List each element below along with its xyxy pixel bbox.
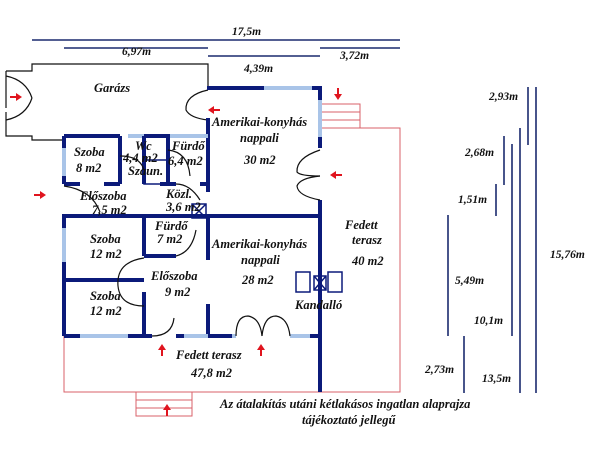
arrow-icon xyxy=(330,171,342,179)
room-fireplace: Kandalló xyxy=(294,298,342,312)
room-garage: Garázs xyxy=(94,81,130,95)
room-terrace-right-sub: terasz xyxy=(352,233,382,247)
arrow-icon xyxy=(158,344,166,356)
entry-arrows xyxy=(10,88,342,416)
room-kozl-area: 3,6 m2 xyxy=(165,200,201,214)
room-eloszoba1-area: 7,5 m2 xyxy=(92,203,127,217)
room-szoba2-name: Szoba xyxy=(90,232,121,246)
terrace-outline xyxy=(63,103,401,417)
room-wc-area: 4,4 m2 xyxy=(122,151,158,165)
garage-walls xyxy=(5,63,209,141)
room-szoba1-area: 8 m2 xyxy=(76,161,101,175)
room-szoba1-name: Szoba xyxy=(74,145,105,159)
room-kitchen2-sub: nappali xyxy=(241,253,280,267)
dim-right-7: 13,5m xyxy=(482,373,511,385)
room-kitchen2-name: Amerikai-konyhás xyxy=(211,237,307,251)
right-dimension-lines xyxy=(447,87,537,393)
garage-door xyxy=(5,75,33,99)
room-kitchen1-sub: nappali xyxy=(240,131,279,145)
arrow-icon xyxy=(334,88,342,100)
room-kitchen1-area: 30 m2 xyxy=(243,153,276,167)
room-labels: Amerikai-konyhás nappali 30 m2 Szoba 8 m… xyxy=(74,115,384,380)
room-szoba3-name: Szoba xyxy=(90,289,121,303)
arrow-icon xyxy=(163,404,171,416)
arrow-icon xyxy=(10,93,22,101)
room-eloszoba1-name: Előszoba xyxy=(79,189,127,203)
room-furdo2-name: Fürdő xyxy=(154,219,188,233)
dim-right-8: 15,76m xyxy=(550,249,585,261)
room-terrace-right-name: Fedett xyxy=(344,218,378,232)
room-kozl-name: Közl. xyxy=(165,187,192,201)
dim-garage: 6,97m xyxy=(122,46,151,58)
fireplace-symbol xyxy=(191,203,343,293)
room-furdo1-name: Fürdő xyxy=(171,139,205,153)
doors xyxy=(63,149,321,337)
arrow-icon xyxy=(257,344,265,356)
caption-line-1: Az átalakítás utáni kétlakásos ingatlan … xyxy=(219,397,470,411)
door xyxy=(296,149,321,177)
room-furdo2-area: 7 m2 xyxy=(157,232,182,246)
room-wc-name: Wc xyxy=(135,139,152,153)
room-furdo1-area: 6,4 m2 xyxy=(168,154,203,168)
room-terrace-bottom-area: 47,8 m2 xyxy=(190,366,232,380)
room-wc-sauna: Szaun. xyxy=(128,164,163,178)
dim-right-3: 1,51m xyxy=(458,194,487,206)
room-eloszoba2-name: Előszoba xyxy=(150,269,198,283)
dim-right-6: 2,73m xyxy=(424,364,454,376)
room-terrace-right-area: 40 m2 xyxy=(351,254,384,268)
dim-terrace: 3,72m xyxy=(339,50,369,62)
dim-total: 17,5m xyxy=(232,26,261,38)
caption-line-2: tájékoztató jellegű xyxy=(302,413,396,427)
room-eloszoba2-area: 9 m2 xyxy=(165,285,190,299)
room-kitchen2-area: 28 m2 xyxy=(241,273,274,287)
arrow-icon xyxy=(34,191,46,199)
room-szoba3-area: 12 m2 xyxy=(90,304,122,318)
dim-middle: 4,39m xyxy=(243,63,273,75)
dim-right-4: 5,49m xyxy=(455,275,484,287)
arrow-icon xyxy=(208,106,220,114)
dim-right-2: 2,68m xyxy=(464,147,494,159)
room-kitchen1-name: Amerikai-konyhás xyxy=(211,115,307,129)
top-dimension-lines xyxy=(32,39,400,57)
dim-right-5: 10,1m xyxy=(474,315,503,327)
room-terrace-bottom-name: Fedett terasz xyxy=(175,348,242,362)
dim-right-1: 2,93m xyxy=(488,91,518,103)
room-szoba2-area: 12 m2 xyxy=(90,247,122,261)
